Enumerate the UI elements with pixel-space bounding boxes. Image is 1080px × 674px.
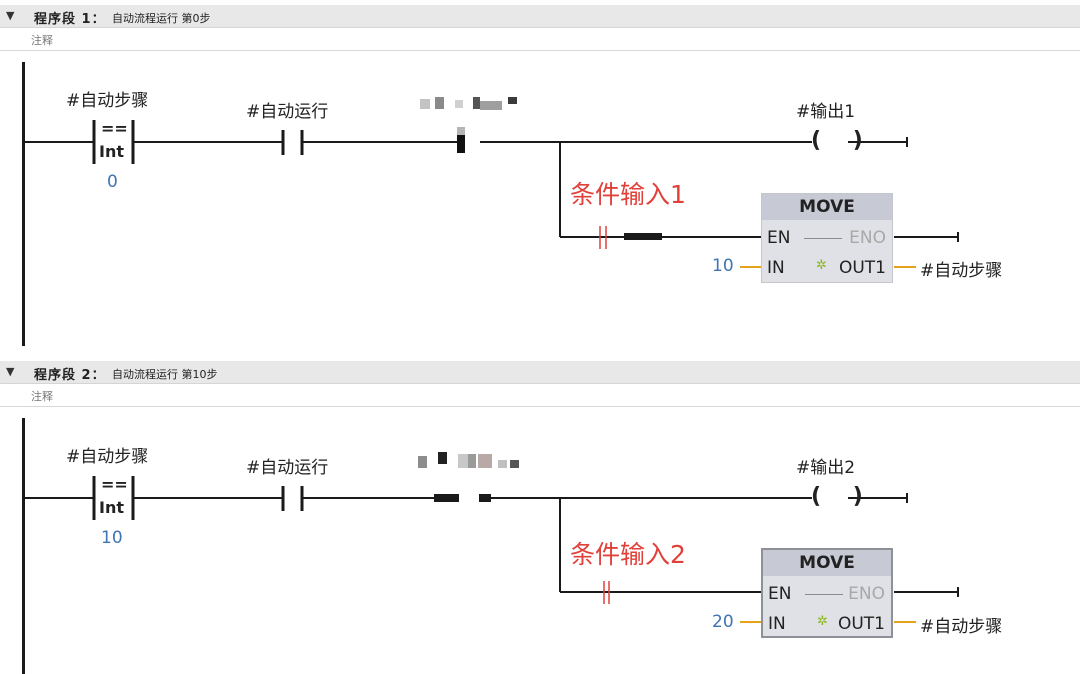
move-eno: ENO xyxy=(848,584,885,604)
en-eno-line xyxy=(804,238,842,239)
compare-value[interactable]: 0 xyxy=(107,172,118,192)
segment-2-wiring xyxy=(25,476,959,623)
move-out: OUT1 xyxy=(837,614,885,634)
move-title: MOVE xyxy=(763,550,891,576)
compare-value[interactable]: 10 xyxy=(101,528,123,548)
segment-1-wiring xyxy=(25,120,959,268)
move-block[interactable]: MOVE EN ENO IN ✲ OUT1 xyxy=(761,193,893,283)
segment-title[interactable]: 自动流程运行 第10步 xyxy=(112,368,218,381)
coil-label[interactable]: #输出2 xyxy=(796,458,856,478)
power-rail xyxy=(22,62,25,346)
compare-operand[interactable]: #自动步骤 xyxy=(66,91,149,111)
move-in-value[interactable]: 10 xyxy=(712,256,734,276)
blurred-contact[interactable] xyxy=(418,452,523,474)
move-eno: ENO xyxy=(849,228,886,248)
en-eno-line xyxy=(805,594,843,595)
coil-label[interactable]: #输出1 xyxy=(796,102,856,122)
compare-operand[interactable]: #自动步骤 xyxy=(66,447,149,467)
move-out-value[interactable]: #自动步骤 xyxy=(920,261,1003,281)
segment-2-comment[interactable]: 注释 xyxy=(0,384,1080,407)
move-in: IN xyxy=(768,614,786,634)
power-rail xyxy=(22,418,25,674)
segment-title[interactable]: 自动流程运行 第0步 xyxy=(112,12,211,25)
segment-name: 程序段 2： xyxy=(34,368,106,383)
move-en: EN xyxy=(767,228,791,248)
move-out-value[interactable]: #自动步骤 xyxy=(920,617,1003,637)
move-block[interactable]: MOVE EN ENO IN ✲ OUT1 xyxy=(761,548,893,638)
compare-operator: == xyxy=(101,475,128,494)
move-title: MOVE xyxy=(762,194,892,220)
segment-1-comment[interactable]: 注释 xyxy=(0,28,1080,51)
compare-type: Int xyxy=(99,498,124,517)
sparkle-icon: ✲ xyxy=(816,258,827,273)
segment-2-header[interactable]: ▼ 程序段 2： 自动流程运行 第10步 xyxy=(0,361,1080,384)
collapse-triangle-icon[interactable]: ▼ xyxy=(6,365,15,378)
collapse-triangle-icon[interactable]: ▼ xyxy=(6,9,15,22)
blurred-contact[interactable] xyxy=(420,97,525,153)
annotation-text: 条件输入1 xyxy=(570,180,686,209)
comment-label: 注释 xyxy=(31,34,53,47)
redacted-contact xyxy=(479,494,491,502)
annotation-text: 条件输入2 xyxy=(570,540,686,569)
coil[interactable]: ( ) xyxy=(811,128,875,153)
redacted-contact xyxy=(434,494,459,502)
redacted-contact xyxy=(624,233,662,240)
coil[interactable]: ( ) xyxy=(811,484,875,509)
segment-name: 程序段 1： xyxy=(34,12,106,27)
move-en: EN xyxy=(768,584,792,604)
contact-label[interactable]: #自动运行 xyxy=(246,102,329,122)
move-in: IN xyxy=(767,258,785,278)
segment-1-header[interactable]: ▼ 程序段 1： 自动流程运行 第0步 xyxy=(0,5,1080,28)
contact-label[interactable]: #自动运行 xyxy=(246,458,329,478)
compare-type: Int xyxy=(99,142,124,161)
compare-operator: == xyxy=(101,119,128,138)
comment-label: 注释 xyxy=(31,390,53,403)
sparkle-icon: ✲ xyxy=(817,614,828,629)
move-out: OUT1 xyxy=(838,258,886,278)
move-in-value[interactable]: 20 xyxy=(712,612,734,632)
